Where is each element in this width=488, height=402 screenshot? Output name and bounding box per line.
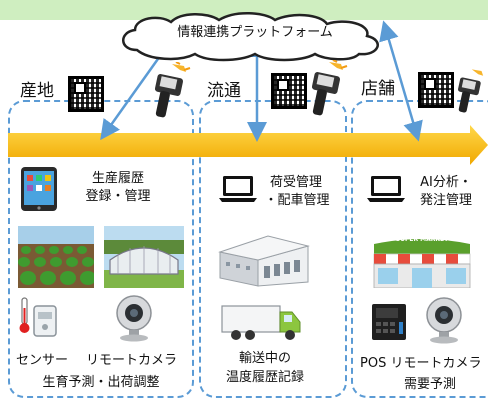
transport-line1: 輸送中の [238,351,291,366]
qr-code-icon [68,76,104,112]
sensor-label: センサー [16,353,69,368]
tablet-icon [21,167,57,211]
origin-item-line2: 登録・管理 [85,189,151,204]
store-footer: 需要予測 [403,377,456,392]
link-store [379,20,423,142]
webcam-icon [116,295,152,342]
truck-icon [221,305,301,340]
pos-terminal-icon [372,304,406,340]
field-icon [18,226,94,288]
platform-label: 情報連携プラットフォーム [177,25,333,40]
cloud-icon [122,12,379,62]
transport-line2: 温度履歴記録 [225,370,304,385]
distribution-title: 流通 [207,81,241,101]
greenhouse-icon [104,226,184,288]
distribution-item-line2: ・配車管理 [264,193,330,208]
origin-camera-label: リモートカメラ [86,353,178,368]
qr-code-icon [418,72,454,108]
laptop-icon [219,176,257,202]
webcam-icon [426,297,462,344]
store-item-line2: 発注管理 [419,193,472,208]
supermarket-icon [373,239,471,288]
handheld-scanner-icon [458,69,484,113]
top-band [0,0,488,20]
store-sign: SUPER MARKET [395,236,449,243]
sensor-icon [19,297,57,337]
handheld-scanner-icon [154,62,191,118]
origin-title: 産地 [20,81,54,101]
laptop-icon [367,176,405,202]
distribution-item-line1: 荷受管理 [269,175,322,190]
origin-item-line1: 生産履歴 [91,171,144,186]
qr-code-icon [271,73,307,109]
warehouse-icon [218,235,310,287]
store-item-line1: AI分析・ [420,175,472,190]
store-pos-camera-label: POS リモートカメラ [360,357,482,371]
handheld-scanner-icon [311,60,348,116]
store-title: 店舗 [361,79,395,99]
origin-footer: 生育予測・出荷調整 [42,375,160,390]
